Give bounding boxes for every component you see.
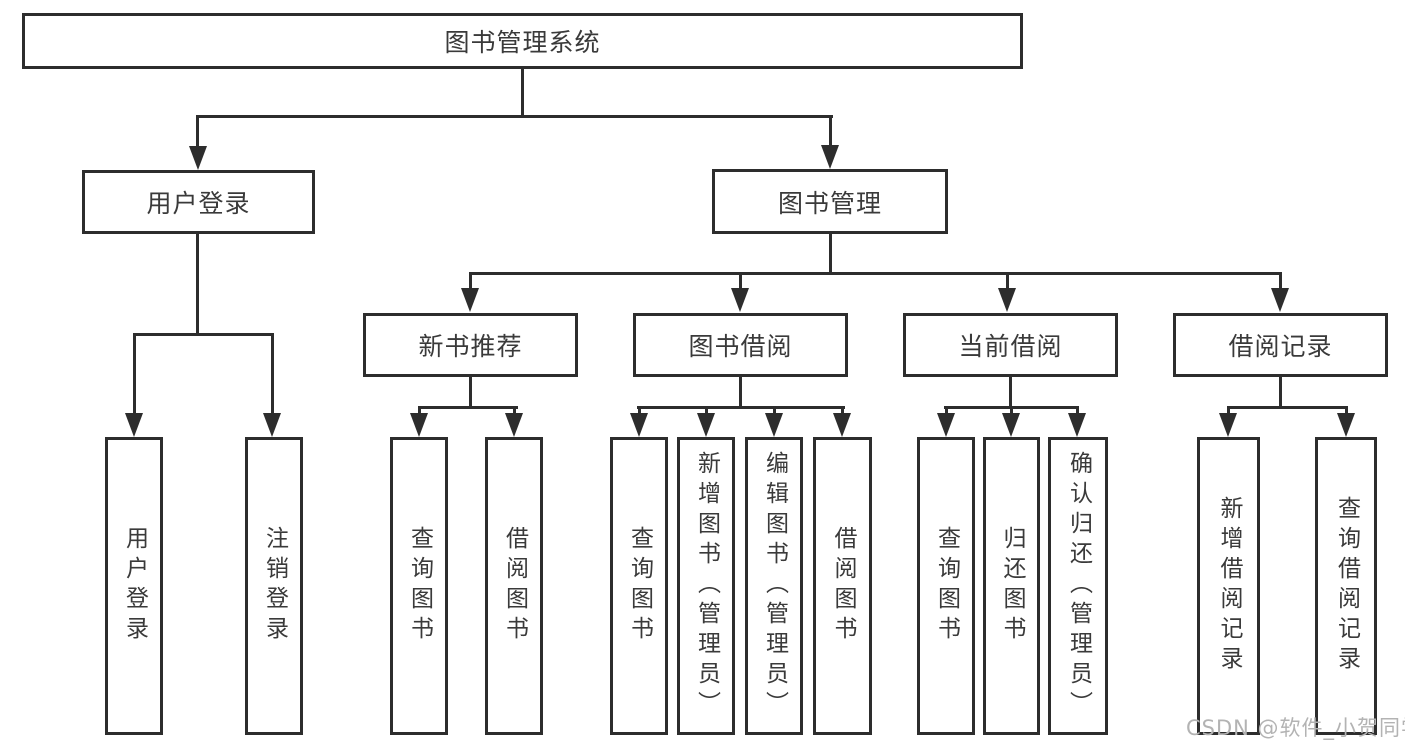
node-book-management-label: 图书管理 <box>777 188 882 218</box>
node-user-login: 用户登录 <box>82 170 315 234</box>
connector-arrow-shaft <box>1006 272 1009 289</box>
arrow-down-icon <box>505 413 523 437</box>
arrow-down-icon <box>821 145 839 169</box>
node-new-book-recommend-label: 新书推荐 <box>418 332 523 361</box>
connector-arrow-shaft <box>638 406 641 416</box>
leaf-bb-edit-book: 编辑图书（管理员） <box>745 437 803 735</box>
leaf-bb-query-book: 查询图书 <box>610 437 668 735</box>
leaf-logout: 注销登录 <box>245 437 303 735</box>
arrow-down-icon <box>1219 413 1237 437</box>
connector-cb-stub <box>1009 375 1012 409</box>
leaf-cb-confirm-return: 确认归还（管理员） <box>1048 437 1108 735</box>
connector-arrow-shaft <box>271 333 274 413</box>
leaf-bb-borrow-book-label: 借阅图书 <box>830 526 856 646</box>
leaf-nbr-query-book: 查询图书 <box>390 437 448 735</box>
watermark: CSDN @软件_小贺同学 <box>1186 716 1405 740</box>
leaf-cb-return-book-label: 归还图书 <box>999 526 1025 646</box>
arrow-down-icon <box>125 413 143 437</box>
arrow-down-icon <box>1002 413 1020 437</box>
connector-arrow-shaft <box>1227 406 1230 416</box>
node-borrow-records: 借阅记录 <box>1173 313 1388 377</box>
connector-arrow-shaft <box>1010 406 1013 416</box>
node-book-borrow: 图书借阅 <box>633 313 848 377</box>
leaf-user-login-label: 用户登录 <box>121 526 148 646</box>
arrow-down-icon <box>731 288 749 312</box>
arrow-down-icon <box>697 413 715 437</box>
connector-arrow-shaft <box>133 333 136 413</box>
connector-root-rail <box>196 115 833 118</box>
leaf-nbr-borrow-book-label: 借阅图书 <box>501 526 528 646</box>
leaf-nbr-borrow-book: 借阅图书 <box>485 437 543 735</box>
arrow-down-icon <box>937 413 955 437</box>
leaf-bb-query-book-label: 查询图书 <box>626 526 653 646</box>
node-new-book-recommend: 新书推荐 <box>363 313 578 377</box>
arrow-down-icon <box>765 413 783 437</box>
connector-arrow-shaft <box>1076 406 1079 416</box>
connector-arrow-shaft <box>418 406 421 416</box>
connector-arrow-shaft <box>1279 272 1282 289</box>
node-book-borrow-label: 图书借阅 <box>688 332 793 361</box>
leaf-cb-query-book: 查询图书 <box>917 437 975 735</box>
leaf-bb-borrow-book: 借阅图书 <box>813 437 872 735</box>
leaf-br-query-record-label: 查询借阅记录 <box>1333 496 1360 676</box>
arrow-down-icon <box>630 413 648 437</box>
leaf-br-query-record: 查询借阅记录 <box>1315 437 1377 735</box>
leaf-user-login: 用户登录 <box>105 437 163 735</box>
arrow-down-icon <box>461 288 479 312</box>
connector-arrow-shaft <box>841 406 844 416</box>
arrow-down-icon <box>263 413 281 437</box>
leaf-br-add-record: 新增借阅记录 <box>1197 437 1260 735</box>
node-borrow-records-label: 借阅记录 <box>1228 332 1333 361</box>
leaf-br-add-record-label: 新增借阅记录 <box>1216 496 1242 676</box>
connector-bb-stub <box>739 375 742 409</box>
connector-arrow-shaft <box>739 272 742 289</box>
connector-arrow-shaft <box>513 406 516 416</box>
connector-user-login-rail <box>133 333 274 336</box>
connector-arrow-shaft <box>196 115 199 148</box>
arrow-down-icon <box>833 413 851 437</box>
leaf-bb-add-book-label: 新增图书（管理员） <box>693 451 720 721</box>
node-book-management: 图书管理 <box>712 169 948 234</box>
connector-nbr-stub <box>469 375 472 409</box>
leaf-bb-add-book: 新增图书（管理员） <box>677 437 735 735</box>
node-current-borrow-label: 当前借阅 <box>958 332 1063 361</box>
connector-br-rail <box>1227 406 1348 409</box>
arrow-down-icon <box>189 146 207 170</box>
arrow-down-icon <box>1068 413 1086 437</box>
connector-br-stub <box>1279 375 1282 409</box>
connector-arrow-shaft <box>705 406 708 416</box>
leaf-logout-label: 注销登录 <box>261 526 288 646</box>
connector-root-stub <box>521 66 524 117</box>
connector-bb-rail <box>637 406 845 409</box>
node-root: 图书管理系统 <box>22 13 1023 69</box>
leaf-nbr-query-book-label: 查询图书 <box>406 526 433 646</box>
arrow-down-icon <box>1337 413 1355 437</box>
leaf-cb-return-book: 归还图书 <box>983 437 1040 735</box>
connector-arrow-shaft <box>945 406 948 416</box>
leaf-cb-confirm-return-label: 确认归还（管理员） <box>1065 451 1092 721</box>
arrow-down-icon <box>998 288 1016 312</box>
connector-user-login-stub <box>196 231 199 335</box>
connector-book-mgmt-rail <box>469 272 1282 275</box>
connector-arrow-shaft <box>1345 406 1348 416</box>
connector-arrow-shaft <box>773 406 776 416</box>
arrow-down-icon <box>1271 288 1289 312</box>
connector-arrow-shaft <box>469 272 472 289</box>
connector-nbr-rail <box>418 406 518 409</box>
leaf-bb-edit-book-label: 编辑图书（管理员） <box>761 451 788 721</box>
connector-book-mgmt-stub <box>829 232 832 274</box>
node-root-label: 图书管理系统 <box>444 28 601 57</box>
leaf-cb-query-book-label: 查询图书 <box>933 526 960 646</box>
connector-arrow-shaft <box>829 115 832 148</box>
arrow-down-icon <box>410 413 428 437</box>
node-user-login-label: 用户登录 <box>146 189 251 218</box>
node-current-borrow: 当前借阅 <box>903 313 1118 377</box>
